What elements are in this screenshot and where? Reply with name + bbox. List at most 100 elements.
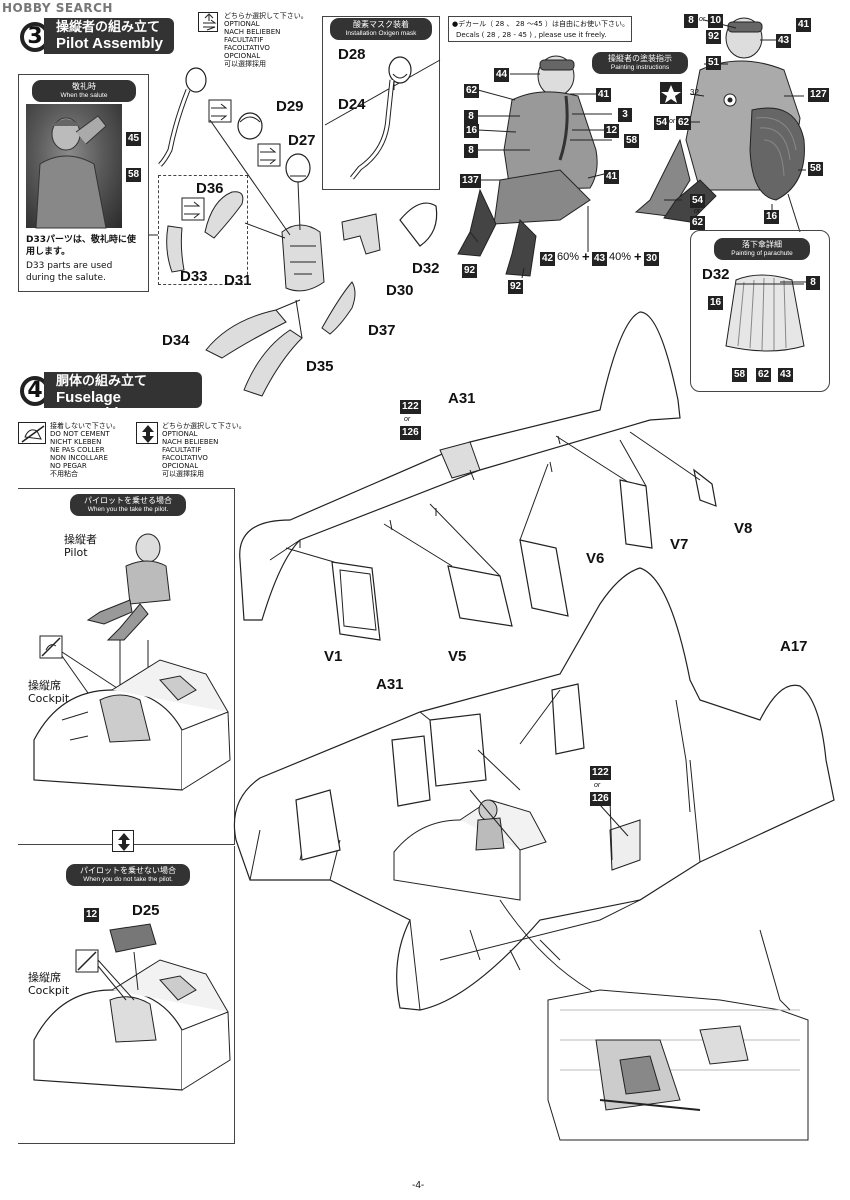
optional-lang: OPTIONAL <box>224 20 260 28</box>
paint-callout: 62 <box>464 84 480 98</box>
nocement-lang: NICHT KLEBEN <box>50 438 102 446</box>
salute-title-en: When the salute <box>60 92 108 99</box>
paint-callout-text: 32 <box>690 88 699 97</box>
mix-color-c: 30 <box>644 252 660 266</box>
parachute-callout: 58 <box>732 368 748 382</box>
with-pilot-title-jp: パイロットを乗せる場合 <box>84 496 172 505</box>
paint-callout: 43 <box>776 34 792 48</box>
optional-icon <box>136 422 158 444</box>
optional-jp: どちらか選択して下さい。 <box>162 422 246 430</box>
parachute-callout: 8 <box>806 276 820 290</box>
optional-lang: FACULTATIF <box>224 36 264 44</box>
arm-d30 <box>341 213 381 255</box>
or-text: or <box>699 16 706 23</box>
cockpit-label-en: Cockpit <box>28 692 70 705</box>
paint-callout: 8 <box>464 110 478 124</box>
part-label: D36 <box>196 180 224 197</box>
paint-callout: 12 <box>604 124 620 138</box>
step3-title-jp: 操縦者の組み立て <box>56 20 161 35</box>
step3-header: 操縦者の組み立て Pilot Assembly <box>44 18 174 54</box>
page-number: -4- <box>412 1180 425 1191</box>
without-pilot-title-en: When you do not take the pilot. <box>83 876 173 883</box>
without-pilot-title-jp: パイロットを乗せない場合 <box>80 866 176 875</box>
mix-color-b: 43 <box>592 252 608 266</box>
part-label: A17 <box>780 638 808 655</box>
parachute-part: D32 <box>702 266 730 283</box>
pilot-label-jp: 操縦者 <box>64 533 97 546</box>
or-text: or <box>594 782 601 789</box>
paint-callout: 54 <box>690 194 706 208</box>
paint-callout: 92 <box>462 264 478 278</box>
part-label: D35 <box>306 358 334 375</box>
paint-callout: 127 <box>808 88 829 102</box>
head-d29 <box>237 112 263 140</box>
head-part <box>185 67 207 93</box>
oxygen-mask-part <box>388 56 412 84</box>
or-text: or <box>669 118 676 125</box>
mix-pct-a: 60% <box>557 251 580 263</box>
plus-sign: + <box>582 249 590 264</box>
part-label: A31 <box>448 390 476 407</box>
paint-callout: 54 <box>654 116 670 130</box>
paint-title-jp: 操縦者の塗装指示 <box>608 54 672 63</box>
part-label: D33 <box>180 268 208 285</box>
decal-note-en: Decals ( 28 , 28 - 45 ) , please use it … <box>456 31 607 39</box>
color-callout: 126 <box>400 426 421 440</box>
arm-d33 <box>166 225 185 273</box>
parachute-d32 <box>399 202 438 247</box>
nocement-jp: 接着しないで下さい。 <box>50 422 120 430</box>
with-pilot-title-en: When you the take the pilot. <box>87 506 169 513</box>
parachute-box <box>690 230 830 392</box>
optional-lang: 可以選擇採用 <box>162 470 204 478</box>
no-cement-icon <box>18 422 46 444</box>
paint-callout: 41 <box>796 18 812 32</box>
watermark: HOBBY SEARCH <box>2 1 113 15</box>
paint-callout: 44 <box>494 68 510 82</box>
optional-lang: NACH BELIEBEN <box>224 28 281 36</box>
cushion-part: D25 <box>132 902 160 919</box>
plus-sign: + <box>634 249 642 264</box>
paint-callout: 8 <box>684 14 698 28</box>
nocement-lang: NO PEGAR <box>50 462 87 470</box>
salute-callout: 58 <box>126 168 142 182</box>
color-callout: 122 <box>400 400 421 414</box>
paint-callout: 62 <box>676 116 692 130</box>
part-label: V7 <box>670 536 689 553</box>
paint-callout: 58 <box>808 162 824 176</box>
parachute-title: 落下傘詳細 Painting of parachute <box>714 238 810 260</box>
parachute-callout: 16 <box>708 296 724 310</box>
step4-title-jp: 胴体の組み立て <box>56 374 148 389</box>
cockpit-label-jp: 操縦席 <box>28 971 61 984</box>
paint-callout: 62 <box>690 216 706 230</box>
part-label: D34 <box>162 332 190 349</box>
salute-arm-box <box>158 175 248 285</box>
arm-d37 <box>321 281 356 335</box>
optional-lang: FACOLTATIVO <box>224 44 270 52</box>
or-text: or <box>694 208 701 215</box>
decal-note-jp: ●デカール（ 28 、 28 〜45 ）は自由にお使い下さい。 <box>452 20 629 28</box>
part-label: D30 <box>386 282 414 299</box>
mix-color-a: 42 <box>540 252 556 266</box>
part-label: D37 <box>368 322 396 339</box>
paint-title: 操縦者の塗装指示 Painting instructions <box>592 52 688 74</box>
salute-photo <box>26 104 122 229</box>
optional-jp: どちらか選択して下さい。 <box>224 12 308 20</box>
paint-callout: 41 <box>604 170 620 184</box>
cushion-color: 12 <box>84 908 100 922</box>
with-pilot-box <box>18 488 235 844</box>
part-label: V1 <box>324 648 343 665</box>
step4-title-en: Fuselage Assembly <box>56 389 127 422</box>
part-label: A31 <box>376 676 404 693</box>
salute-title: 敬礼時 When the salute <box>32 80 136 102</box>
cockpit-label-en: Cockpit <box>28 984 70 997</box>
part-label: D28 <box>338 46 366 63</box>
step3-title-en: Pilot Assembly <box>56 35 163 52</box>
paint-title-en: Painting instructions <box>610 64 670 71</box>
oxygen-title: 酸素マスク装着 Installation Oxigen mask <box>330 18 432 40</box>
paint-callout: 92 <box>706 30 722 44</box>
paint-callout: 10 <box>708 14 724 28</box>
salute-box <box>18 74 149 292</box>
step3-optional-legend: どちらか選択して下さい。 OPTIONAL NACH BELIEBEN FACU… <box>224 12 314 68</box>
